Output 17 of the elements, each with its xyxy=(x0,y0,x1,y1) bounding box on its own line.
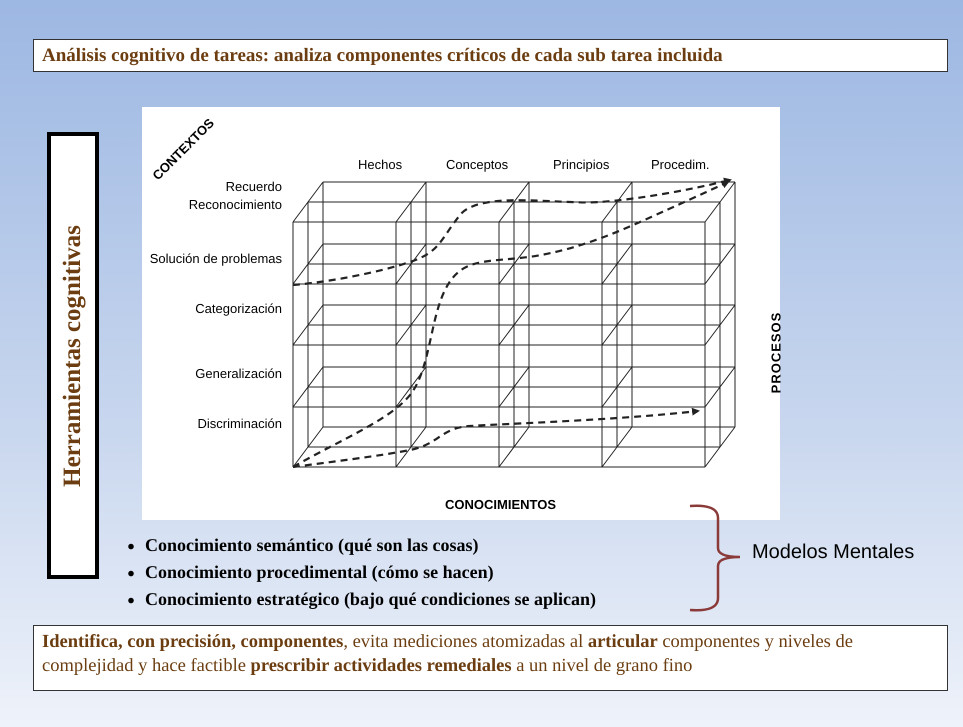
vertical-title-box xyxy=(47,132,99,579)
column-header: Principios xyxy=(553,157,610,172)
axis-label: CONOCIMIENTOS xyxy=(445,497,556,512)
column-header: Conceptos xyxy=(446,157,508,172)
vertical-title: Herramientas cognitivas xyxy=(59,224,87,486)
row-header: Discriminación xyxy=(196,416,282,431)
column-header: Procedim. xyxy=(651,157,710,172)
row-header: Categorización xyxy=(194,301,282,316)
row-header: Reconocimiento xyxy=(188,197,282,212)
row-header: Recuerdo xyxy=(224,179,282,194)
group-label: Modelos Mentales xyxy=(752,541,914,564)
row-header: Generalización xyxy=(194,366,282,381)
row-header: Solución de problemas xyxy=(148,251,282,266)
title-box: Análisis cognitivo de tareas: analiza componentes críticos de cada sub tarea incluida xyxy=(33,39,948,72)
column-header: Hechos xyxy=(358,157,402,172)
axis-label: PROCESOS xyxy=(768,312,784,394)
summary-box: Identifica, con precisión, componentes, evita mediciones atomizadas al articular componentes y niveles de complejidad y hace factible prescribir actividades remediales a un nivel de grano fino xyxy=(33,625,948,691)
